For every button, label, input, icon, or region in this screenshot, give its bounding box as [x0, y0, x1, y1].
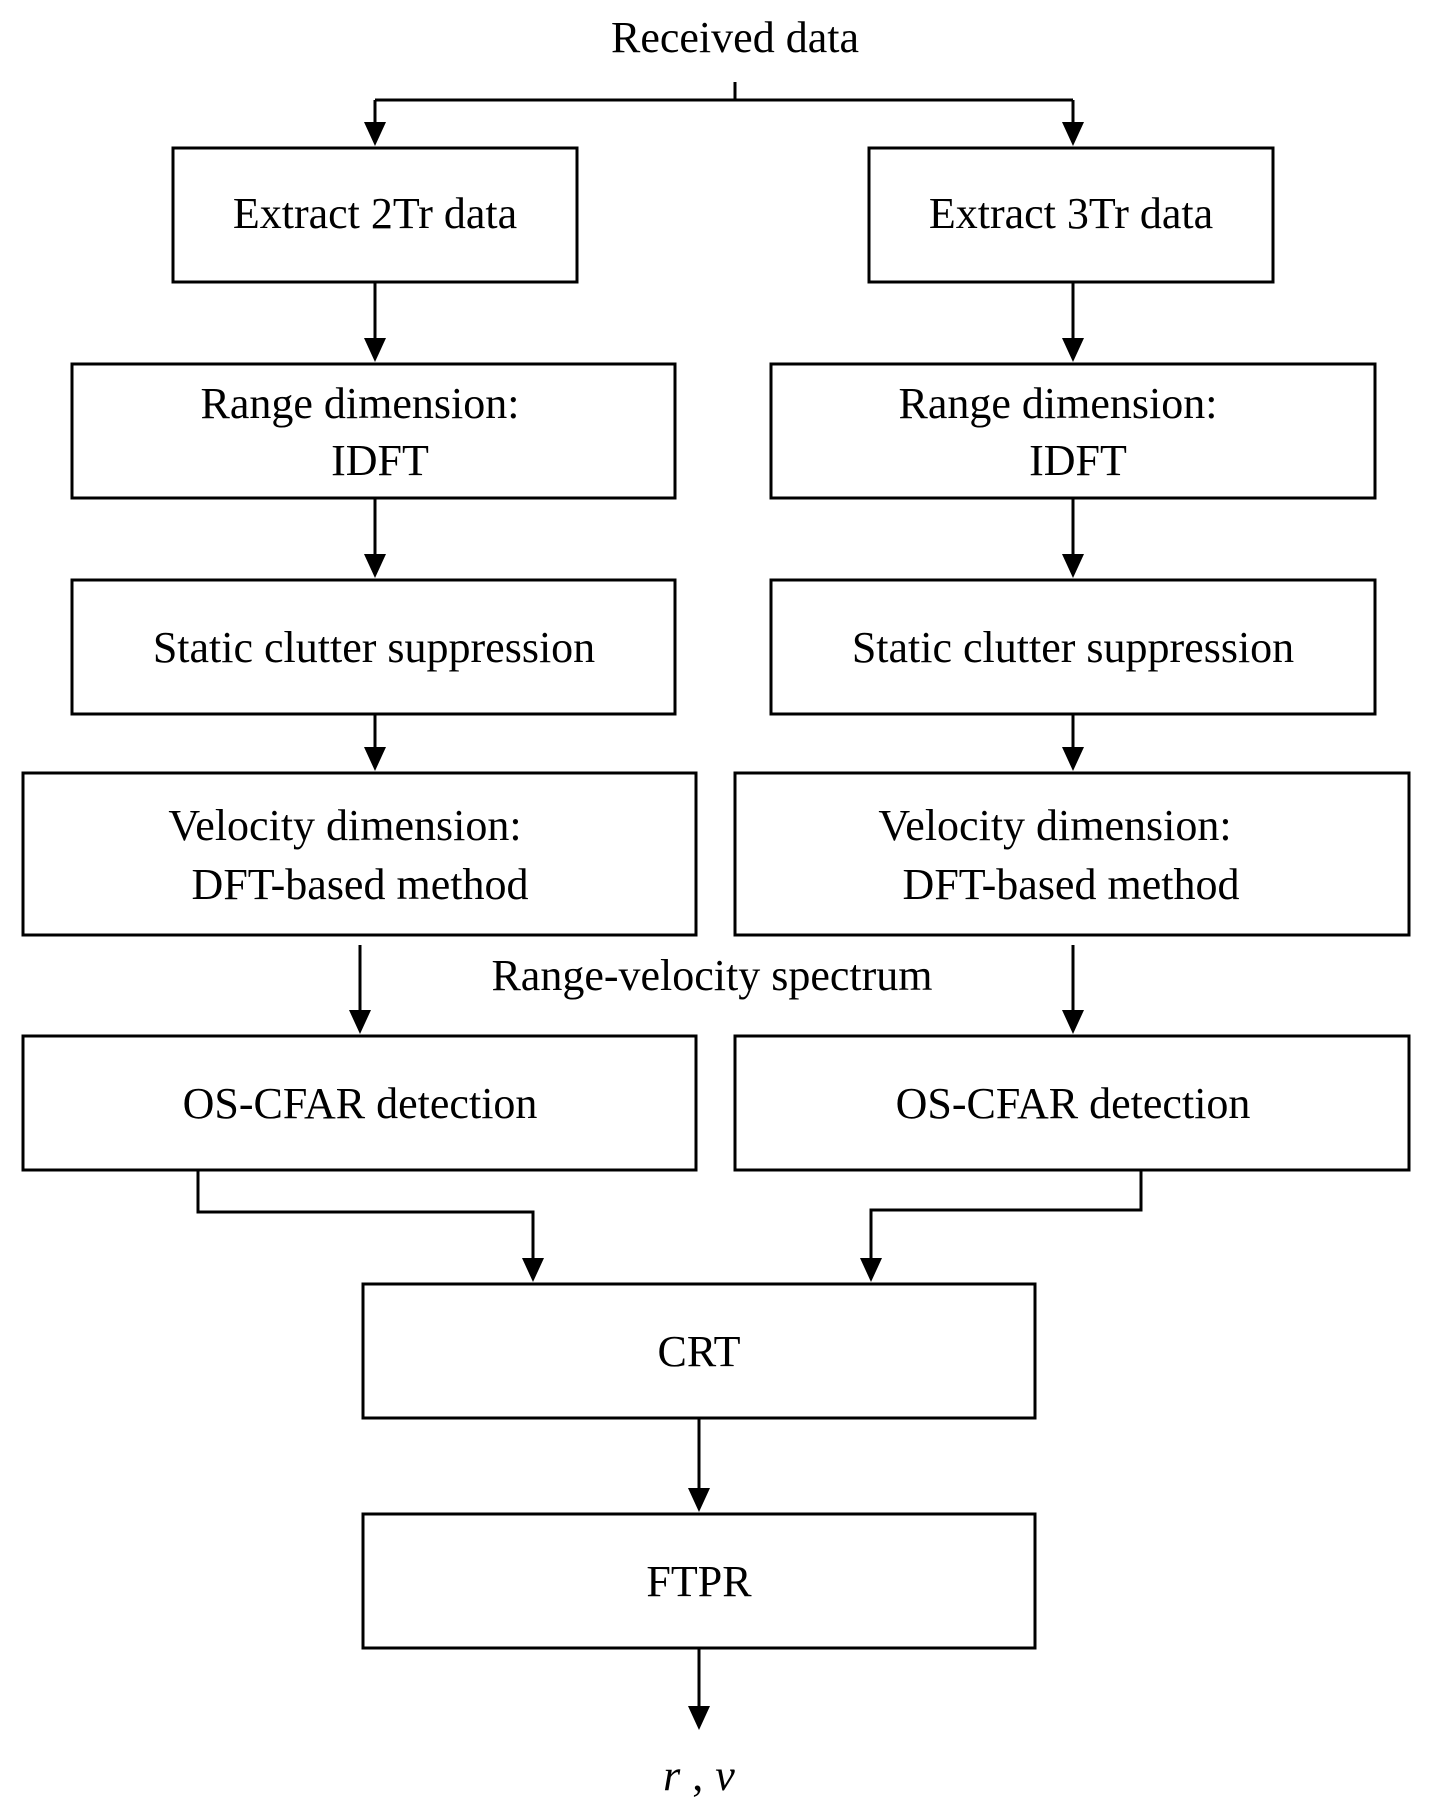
- crt-label: CRT: [658, 1327, 741, 1376]
- right-extract-label: Extract 3Tr data: [929, 189, 1213, 238]
- left-merge-arrowhead: [522, 1258, 544, 1282]
- left-detection-box: [21, 1034, 698, 1172]
- right-merge-connector: [869, 1170, 1143, 1258]
- right-arrowhead-1: [1062, 338, 1084, 362]
- right-velocity-label-line1: Velocity dimension:: [878, 801, 1231, 850]
- ftpr-to-output-arrowhead: [688, 1706, 710, 1730]
- output-label: r,v: [663, 1751, 735, 1800]
- right-range-label-line1: Range dimension:: [899, 379, 1218, 428]
- ftpr-box: [361, 1512, 1037, 1650]
- right-extract-box: [867, 146, 1275, 284]
- right-velocity-label-line2: DFT-based method: [903, 860, 1240, 909]
- right-detection-box: [733, 1034, 1411, 1172]
- left-range-label-line1: Range dimension:: [201, 379, 520, 428]
- left-range-box: [70, 362, 677, 500]
- left-range-label-line2: IDFT: [331, 436, 429, 485]
- left-arrowhead-2: [364, 554, 386, 578]
- right-range-box: [769, 362, 1377, 500]
- output-v: v: [715, 1751, 735, 1800]
- left-clutter-label: Static clutter suppression: [153, 623, 595, 672]
- left-extract-label: Extract 2Tr data: [233, 189, 517, 238]
- right-range-label-line2: IDFT: [1029, 436, 1127, 485]
- output-separator: ,: [692, 1751, 703, 1800]
- left-detection-label: OS-CFAR detection: [183, 1079, 538, 1128]
- right-arrowhead-2: [1062, 554, 1084, 578]
- right-merge-arrowhead: [860, 1258, 882, 1282]
- crt-to-ftpr-arrowhead: [688, 1488, 710, 1512]
- left-arrowhead-1: [364, 338, 386, 362]
- left-extract-box: [171, 146, 579, 284]
- input-split-connector: [373, 82, 1075, 122]
- left-velocity-label-line2: DFT-based method: [192, 860, 529, 909]
- right-arrowhead-4: [1062, 1010, 1084, 1034]
- right-velocity-box: [733, 771, 1411, 937]
- left-velocity-box: [21, 771, 698, 937]
- range-velocity-spectrum-label: Range-velocity spectrum: [491, 951, 932, 1000]
- left-clutter-box: [70, 578, 677, 716]
- ftpr-label: FTPR: [646, 1557, 752, 1606]
- right-clutter-label: Static clutter suppression: [852, 623, 1294, 672]
- output-r: r: [663, 1751, 681, 1800]
- right-clutter-box: [769, 578, 1377, 716]
- received-data-label: Received data: [611, 13, 859, 62]
- left-velocity-label-line1: Velocity dimension:: [168, 801, 521, 850]
- right-detection-label: OS-CFAR detection: [896, 1079, 1251, 1128]
- arrowhead-to-right-extract: [1062, 122, 1084, 146]
- arrowhead-to-left-extract: [364, 122, 386, 146]
- left-arrowhead-4: [349, 1010, 371, 1034]
- right-arrowhead-3: [1062, 747, 1084, 771]
- left-merge-connector: [196, 1170, 535, 1258]
- left-arrowhead-3: [364, 747, 386, 771]
